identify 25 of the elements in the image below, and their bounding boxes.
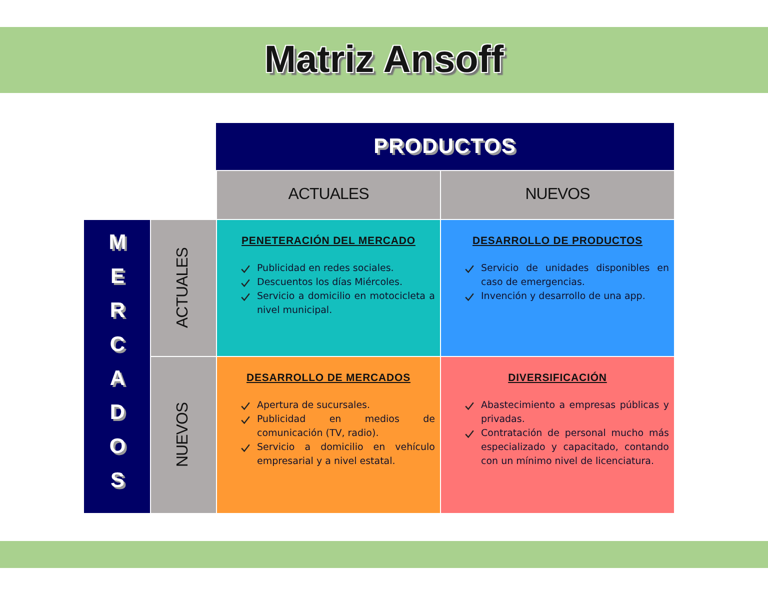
row-header: ACTUALES bbox=[151, 220, 216, 356]
quadrant-panel bbox=[217, 220, 440, 356]
quadrant-panel bbox=[217, 357, 440, 513]
bullet-text: Abastecimiento a empresas públicas y privadas. bbox=[481, 399, 669, 427]
quadrant-panel bbox=[441, 220, 674, 356]
row-header: NUEVOS bbox=[151, 357, 216, 513]
bullet-text: Publicidad en medios de comunicación (TV, radio). bbox=[257, 413, 435, 441]
bullet-text: Servicio a domicilio en motocicleta a nivel municipal. bbox=[257, 290, 435, 318]
bullet-text: Servicio a domicilio en vehículo empresarial y a nivel estatal. bbox=[257, 441, 435, 469]
page-title: Matriz Ansoff bbox=[264, 38, 504, 82]
quadrant-heading: PENETERACIÓN DEL MERCADO bbox=[242, 235, 416, 247]
quadrant-heading: DESARROLLO DE PRODUCTOS bbox=[472, 235, 643, 247]
bullet-text: Descuentos los días Miércoles. bbox=[257, 276, 404, 290]
bullet-text: Contratación de personal mucho más especializado y capacitado, contando con un mínimo nivel de licenciatura. bbox=[481, 427, 669, 469]
row-group-header: MERCADOS bbox=[84, 220, 150, 513]
bullet-text: Invención y desarrollo de una app. bbox=[481, 290, 646, 304]
bullet-text: Apertura de sucursales. bbox=[257, 399, 372, 413]
quadrant-heading: DESARROLLO DE MERCADOS bbox=[246, 372, 410, 384]
quadrant-panel bbox=[441, 357, 674, 513]
quadrant-heading: DIVERSIFICACIÓN bbox=[508, 372, 607, 384]
column-group-header: PRODUCTOS bbox=[216, 123, 674, 170]
bullet-text: Servicio de unidades disponibles en caso de emergencias. bbox=[481, 262, 669, 290]
column-header: ACTUALES bbox=[217, 171, 440, 219]
column-header: NUEVOS bbox=[441, 171, 674, 219]
bullet-text: Publicidad en redes sociales. bbox=[257, 262, 395, 276]
